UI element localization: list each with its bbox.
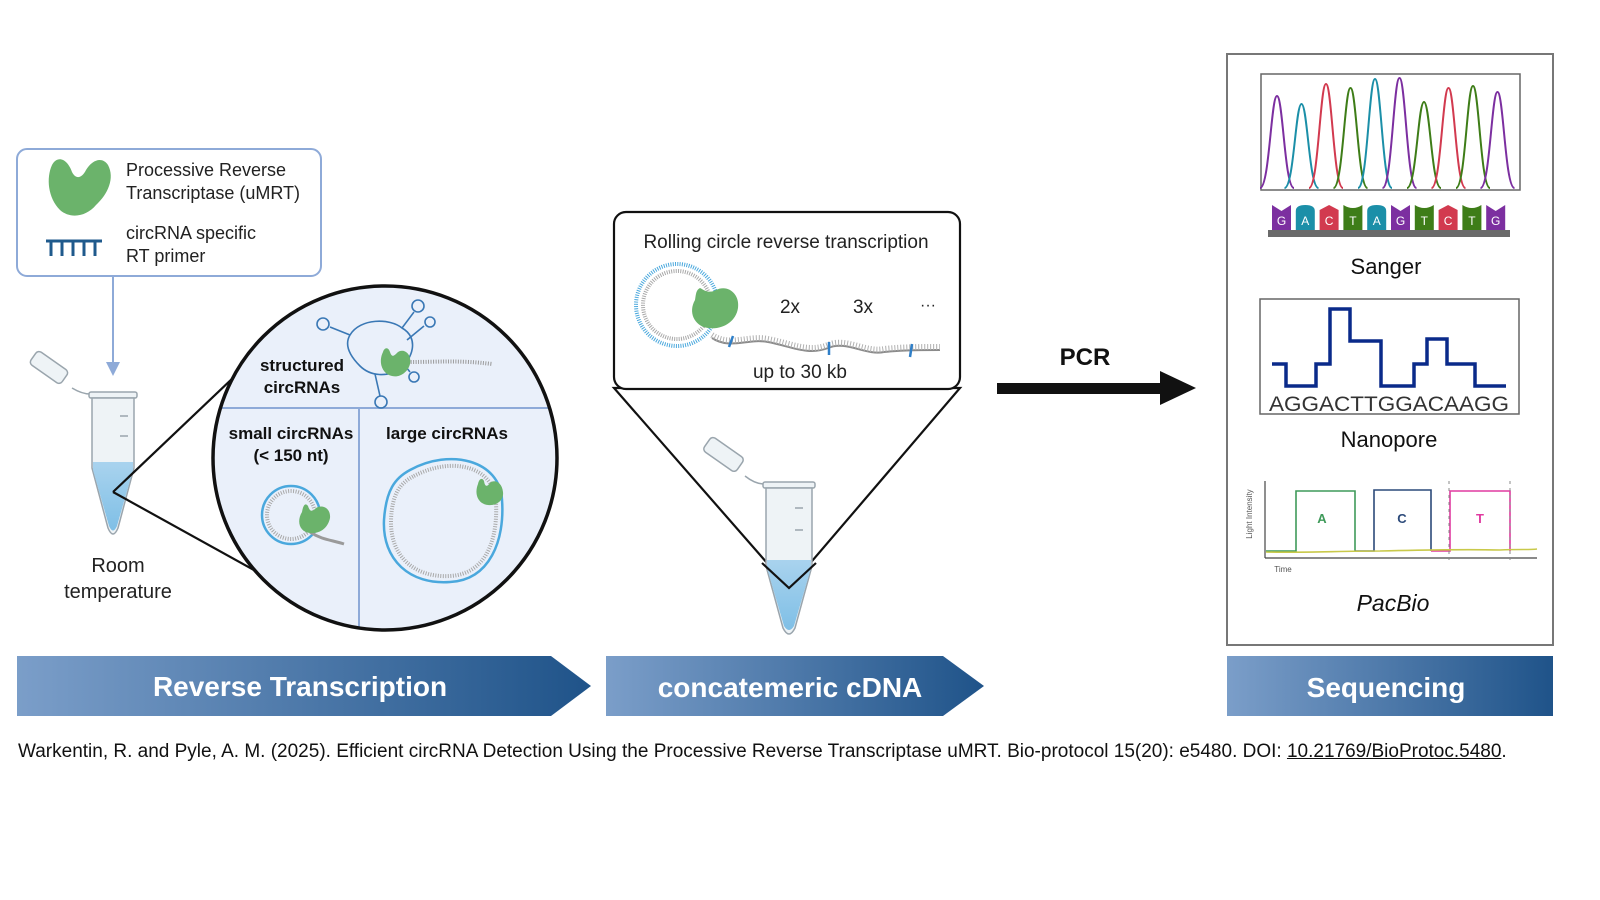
sanger-peaks [1259, 76, 1516, 189]
pacbio-trace: Light Intensity Time A C T PacBio [1245, 481, 1538, 616]
stage-concatemeric-cdna: concatemeric cDNA [606, 656, 984, 716]
large-label: large circRNAs [386, 424, 508, 443]
citation-tail: . [1501, 741, 1507, 762]
legend-enzyme-line1: Processive Reverse [126, 160, 286, 180]
sanger-peak [1381, 76, 1418, 189]
base-tile: T [1462, 205, 1482, 230]
base-letter: C [1325, 214, 1334, 228]
enzyme-icon [299, 504, 331, 534]
pacbio-pulse-t: T [1476, 511, 1484, 526]
stage-label: Sequencing [1307, 672, 1466, 703]
sanger-chromatogram: G A C T A G T C T G Sanger [1259, 73, 1521, 279]
nanopore-label: Nanopore [1341, 427, 1438, 452]
tube-left: Room temperature [29, 350, 172, 603]
sanger-peak [1357, 77, 1393, 189]
enzyme-icon [476, 478, 504, 506]
citation-text: Warkentin, R. and Pyle, A. M. (2025). Ef… [18, 741, 1287, 762]
enzyme-icon [48, 159, 111, 216]
pacbio-label: PacBio [1357, 590, 1430, 616]
small-label-line2: (< 150 nt) [253, 446, 328, 465]
base-letter: G [1491, 214, 1500, 228]
base-tile: A [1295, 205, 1315, 230]
sanger-peak [1455, 84, 1491, 189]
small-circrna [260, 484, 345, 546]
legend-primer-line2: RT primer [126, 246, 205, 266]
primer-icon [46, 239, 102, 256]
sanger-label: Sanger [1351, 254, 1422, 279]
tube-label-line1: Room [91, 555, 144, 577]
base-tile: C [1319, 205, 1339, 230]
nanopore-sequence: AGGACTTGGACAAGG [1269, 393, 1509, 416]
citation: Warkentin, R. and Pyle, A. M. (2025). Ef… [18, 738, 1552, 766]
length-label: up to 30 kb [753, 362, 847, 383]
enzyme-icon [380, 348, 411, 377]
stage-label: concatemeric cDNA [658, 672, 923, 703]
base-tile: G [1272, 205, 1291, 230]
tube-label-line2: temperature [64, 581, 172, 603]
sanger-peak [1332, 86, 1369, 189]
base-letter: T [1421, 214, 1429, 228]
base-tile: T [1414, 205, 1434, 230]
legend-box: Processive Reverse Transcriptase (uMRT) … [16, 148, 322, 277]
base-letter: T [1349, 214, 1357, 228]
base-letter: C [1444, 214, 1453, 228]
small-label-line1: small circRNAs [229, 424, 354, 443]
stage-label: Reverse Transcription [153, 671, 447, 702]
structured-label-line1: structured [260, 356, 344, 375]
sequencing-panel: G A C T A G T C T G Sanger AGGACTTGGACAAGG Nanopo… [1226, 53, 1554, 646]
legend-enzyme-line2: Transcriptase (uMRT) [126, 183, 300, 203]
sanger-peak [1259, 94, 1295, 189]
base-letter: G [1396, 214, 1405, 228]
sanger-peak [1479, 90, 1516, 189]
legend-primer-line1: circRNA specific [126, 223, 256, 243]
base-letter: T [1468, 214, 1476, 228]
rep-3x: 3x [853, 297, 874, 318]
base-tile: G [1486, 205, 1506, 230]
sanger-peak [1283, 102, 1320, 189]
rep-ellipsis: ··· [920, 297, 936, 314]
base-tile: T [1343, 205, 1363, 230]
enzyme-icon [692, 288, 739, 329]
pacbio-ylabel: Light Intensity [1245, 489, 1254, 538]
add-arrow [106, 276, 120, 376]
pcr-label: PCR [1060, 344, 1111, 371]
structured-label-line2: circRNAs [264, 378, 341, 397]
pacbio-pulse-c: C [1397, 511, 1407, 526]
rolling-circle-box: Rolling circle reverse transcription 2x … [611, 210, 963, 590]
pcr-arrow: PCR [997, 344, 1196, 405]
pacbio-pulse-a: A [1317, 511, 1327, 526]
pacbio-xlabel: Time [1274, 565, 1292, 574]
sanger-peak [1430, 86, 1467, 189]
base-tile: C [1438, 205, 1458, 230]
magnifier-circle: structured circRNAs small circRNAs (< 15… [211, 284, 559, 632]
stage-sequencing: Sequencing [1227, 656, 1553, 716]
stage-reverse-transcription: Reverse Transcription [17, 656, 591, 716]
nanopore-trace: AGGACTTGGACAAGG Nanopore [1259, 298, 1520, 452]
base-tile: G [1391, 205, 1410, 230]
base-tile: A [1367, 205, 1387, 230]
sanger-peak [1406, 100, 1442, 189]
rep-2x: 2x [780, 297, 801, 318]
base-letter: A [1373, 214, 1381, 228]
base-letter: A [1301, 214, 1309, 228]
tube-middle [703, 436, 816, 635]
base-letter: G [1277, 214, 1286, 228]
doi-link[interactable]: 10.21769/BioProtoc.5480 [1286, 741, 1502, 762]
sanger-peak [1308, 82, 1344, 189]
rolling-title: Rolling circle reverse transcription [643, 232, 928, 253]
large-circrna [382, 457, 504, 584]
